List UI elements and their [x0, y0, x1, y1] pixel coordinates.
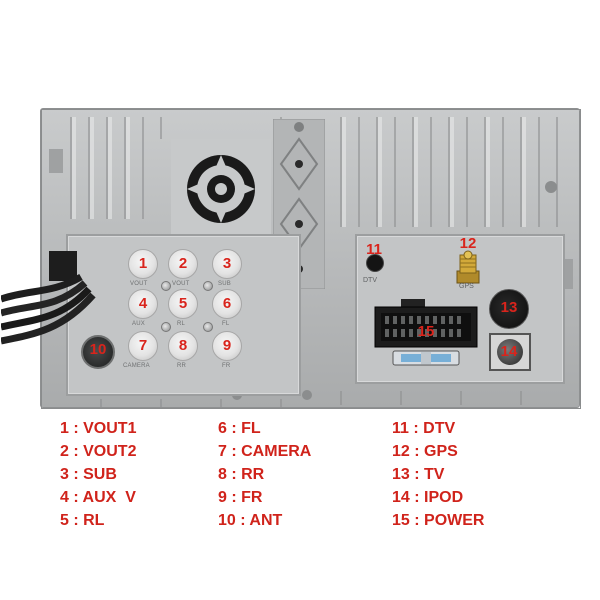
harness-cable — [1, 251, 96, 345]
rca-label-camera: CAMERA — [123, 363, 150, 369]
callout-15: 15 — [417, 323, 435, 340]
callout-2: 2 — [178, 255, 188, 272]
dtv-port-label: DTV — [363, 277, 377, 284]
rca-label-rl: RL — [177, 321, 186, 327]
legend-item: 11 : DTV — [392, 420, 456, 437]
callout-8: 8 — [178, 337, 188, 354]
callout-10: 10 — [89, 341, 107, 358]
legend-item: 5 : RL — [60, 512, 105, 529]
panel-screw — [203, 281, 213, 291]
callout-6: 6 — [222, 295, 232, 312]
dtv-port[interactable] — [366, 254, 384, 272]
callout-1: 1 — [138, 255, 148, 272]
callout-11: 11 — [366, 241, 382, 258]
callout-14: 14 — [500, 343, 518, 360]
callout-13: 13 — [500, 299, 518, 316]
legend-item: 7 : CAMERA — [218, 443, 312, 460]
legend-item: 8 : RR — [218, 466, 265, 483]
rca-socket-aux[interactable] — [128, 289, 158, 319]
legend-item: 2 : VOUT2 — [60, 443, 137, 460]
panel-screw — [203, 322, 213, 332]
rca-label-fl: FL — [222, 321, 230, 327]
power-harness-connector[interactable] — [371, 299, 481, 374]
rca-socket-sub[interactable] — [212, 249, 242, 279]
rca-label-vout1: VOUT — [130, 281, 148, 287]
ipod-port[interactable] — [489, 333, 531, 371]
rca-socket-fr[interactable] — [212, 331, 242, 361]
legend-item: 10 : ANT — [218, 512, 283, 529]
antenna-jack[interactable] — [81, 335, 115, 369]
tv-port[interactable] — [489, 289, 529, 329]
callout-4: 4 — [138, 295, 148, 312]
rca-socket-camera[interactable] — [128, 331, 158, 361]
panel-screw — [161, 281, 171, 291]
callout-3: 3 — [222, 255, 232, 272]
fan-icon — [171, 139, 271, 239]
legend-item: 9 : FR — [218, 489, 263, 506]
callout-7: 7 — [138, 337, 148, 354]
rca-socket-rl[interactable] — [168, 289, 198, 319]
head-unit-back-panel: VOUT VOUT SUB AUX RL FL CAMERA RR FR DTV… — [1, 108, 581, 409]
rca-socket-fl[interactable] — [212, 289, 242, 319]
rca-label-fr: FR — [222, 363, 231, 369]
rca-label-rr: RR — [177, 363, 187, 369]
legend-item: 3 : SUB — [60, 466, 117, 483]
ipod-port-socket — [497, 339, 523, 365]
gps-sma-connector[interactable] — [453, 249, 483, 285]
legend-item: 6 : FL — [218, 420, 261, 437]
rca-socket-vout2[interactable] — [168, 249, 198, 279]
legend-item: 4 : AUX V — [60, 489, 136, 506]
rca-label-sub: SUB — [218, 281, 231, 287]
rca-label-aux: AUX — [132, 321, 145, 327]
legend-item: 1 : VOUT1 — [60, 420, 137, 437]
legend-item: 14 : IPOD — [392, 489, 464, 506]
callout-5: 5 — [178, 295, 188, 312]
panel-screw — [161, 322, 171, 332]
gps-port-label: GPS — [459, 283, 474, 290]
callout-9: 9 — [222, 337, 232, 354]
callout-12: 12 — [459, 235, 477, 252]
rca-socket-vout1[interactable] — [128, 249, 158, 279]
legend-item: 15 : POWER — [392, 512, 485, 529]
rca-label-vout2: VOUT — [172, 281, 190, 287]
rca-socket-rr[interactable] — [168, 331, 198, 361]
legend-item: 12 : GPS — [392, 443, 458, 460]
legend-item: 13 : TV — [392, 466, 445, 483]
